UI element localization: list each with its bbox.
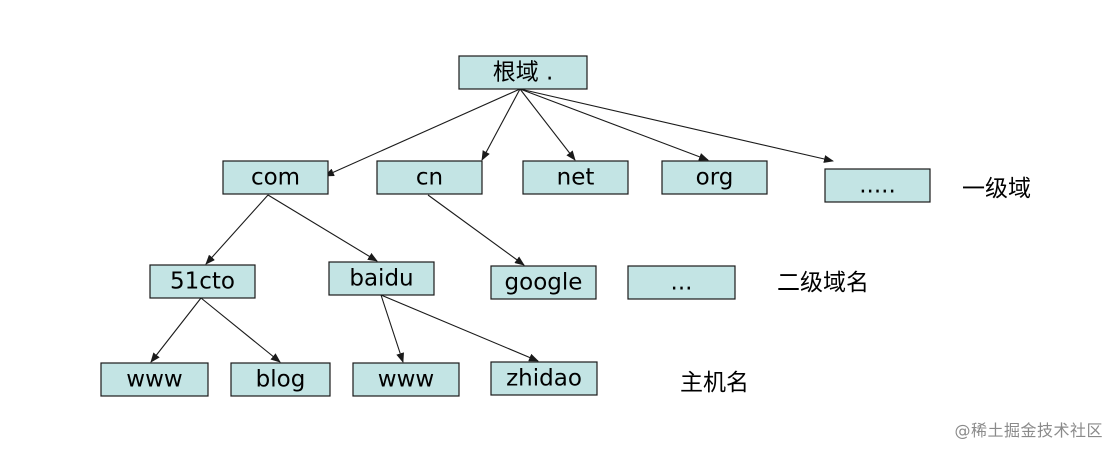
node-box	[458, 55, 588, 90]
node-www1: www	[100, 362, 209, 397]
node-cn: cn	[376, 160, 483, 195]
node-box	[490, 265, 597, 300]
edge-cn-to-google	[427, 194, 525, 266]
node-box	[824, 168, 931, 203]
node-label: baidu	[349, 266, 413, 292]
edge-51cto-to-blog	[200, 297, 281, 363]
edge-baidu-to-www2	[380, 294, 404, 363]
node-com: com	[222, 160, 329, 195]
edge-root-to-com	[324, 88, 521, 177]
level-label-second-level-domain: 二级域名	[777, 270, 869, 296]
node-label: ...	[671, 270, 693, 296]
node-label: 根域 .	[493, 60, 554, 86]
node-box	[661, 160, 768, 195]
nodes: 根域 . com cn net org..... 51cto baidu google... w…	[100, 55, 931, 397]
node-more-second: ...	[627, 265, 736, 300]
node-org: org	[661, 160, 768, 195]
level-label-host-name: 主机名	[680, 370, 749, 396]
node-label: net	[557, 165, 595, 191]
node-google: google	[490, 265, 597, 300]
edge-root-to-more-tld	[519, 88, 834, 163]
edge-baidu-to-zhidao	[380, 294, 539, 362]
node-label: org	[696, 165, 734, 191]
edges	[150, 88, 834, 363]
node-box	[222, 160, 329, 195]
node-box	[490, 361, 598, 396]
edge-root-to-org	[519, 88, 709, 161]
node-label: zhidao	[506, 366, 582, 392]
node-zhidao: zhidao	[490, 361, 598, 396]
node-net: net	[522, 160, 629, 195]
node-box	[230, 362, 331, 397]
node-label: 51cto	[170, 269, 235, 295]
level-label-top-level-domain: 一级域	[962, 176, 1031, 202]
edge-root-to-cn	[481, 88, 521, 161]
edge-com-to-51cto	[205, 194, 269, 265]
node-label: cn	[416, 165, 443, 191]
node-box	[149, 264, 256, 299]
node-box	[376, 160, 483, 195]
node-label: www	[126, 367, 182, 393]
node-label: google	[505, 270, 583, 296]
node-more-tld: .....	[824, 168, 931, 203]
node-label: com	[251, 165, 300, 191]
node-label: .....	[859, 173, 896, 199]
edge-51cto-to-www1	[150, 297, 202, 363]
node-box	[627, 265, 736, 300]
node-label: blog	[256, 367, 306, 393]
watermark: @稀土掘金技术社区	[954, 421, 1103, 440]
edge-root-to-net	[519, 88, 576, 161]
node-label: www	[378, 367, 434, 393]
node-blog: blog	[230, 362, 331, 397]
edge-com-to-baidu	[267, 194, 378, 262]
node-box	[352, 362, 460, 397]
node-root: 根域 .	[458, 55, 588, 90]
node-box	[100, 362, 209, 397]
node-51cto: 51cto	[149, 264, 256, 299]
node-www2: www	[352, 362, 460, 397]
node-box	[522, 160, 629, 195]
node-baidu: baidu	[328, 261, 435, 296]
node-box	[328, 261, 435, 296]
